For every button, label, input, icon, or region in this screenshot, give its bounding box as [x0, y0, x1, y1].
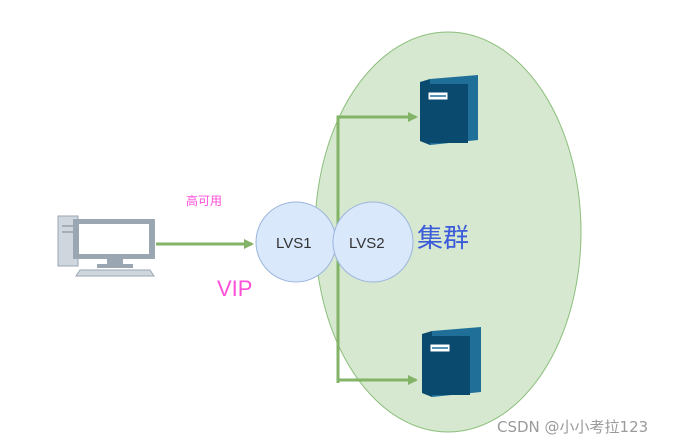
watermark: CSDN @小小考拉123 [497, 418, 648, 436]
server-tower-icon [422, 327, 481, 397]
lvs2-node [332, 201, 414, 283]
cluster-label: 集群 [417, 224, 469, 254]
desktop-computer-icon [57, 215, 155, 277]
lvs2-label: LVS2 [349, 235, 385, 252]
vip-label: VIP [217, 276, 252, 301]
lvs-to-server-bottom-arrow [336, 280, 418, 385]
lvs1-label: LVS1 [276, 235, 312, 252]
high-availability-label: 高可用 [186, 193, 222, 208]
server-tower-icon [420, 75, 478, 145]
